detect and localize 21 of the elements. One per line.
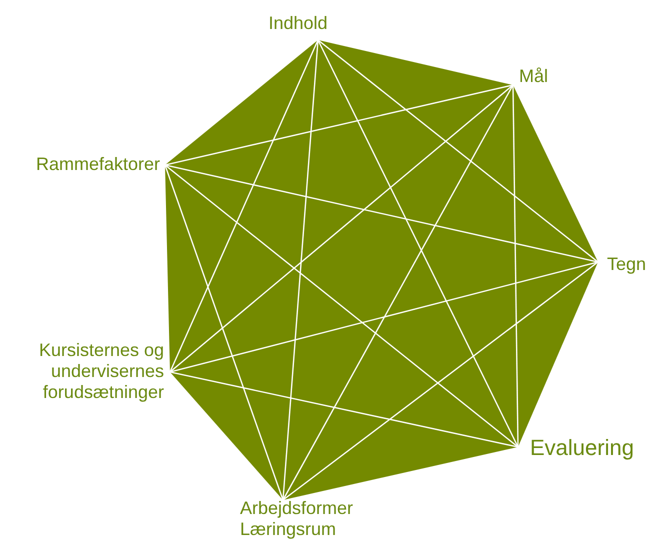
connector-line (164, 84, 514, 166)
vertex-label: Rammefaktorer (8, 154, 160, 175)
connector-line (164, 164, 518, 448)
connector-line (170, 261, 598, 373)
connector-line (317, 40, 519, 448)
connector-line (170, 84, 514, 372)
connector-line (282, 40, 319, 500)
connector-line (164, 164, 284, 500)
connector-line (512, 85, 519, 447)
connector-line (164, 164, 598, 263)
vertex-label: Kursisternes og undervisernes forudsætninger (2, 340, 164, 403)
vertex-label: Indhold (258, 13, 338, 34)
connector-line (282, 261, 598, 501)
connector-line (282, 84, 514, 500)
connector-line (169, 40, 319, 372)
vertex-label: Tegn (607, 254, 655, 275)
vertex-label: Mål (519, 66, 569, 87)
connector-line (318, 40, 598, 262)
connector-line (170, 371, 518, 448)
vertex-label: Evaluering (530, 435, 652, 460)
vertex-label: Arbejdsformer Læringsrum (240, 498, 400, 540)
